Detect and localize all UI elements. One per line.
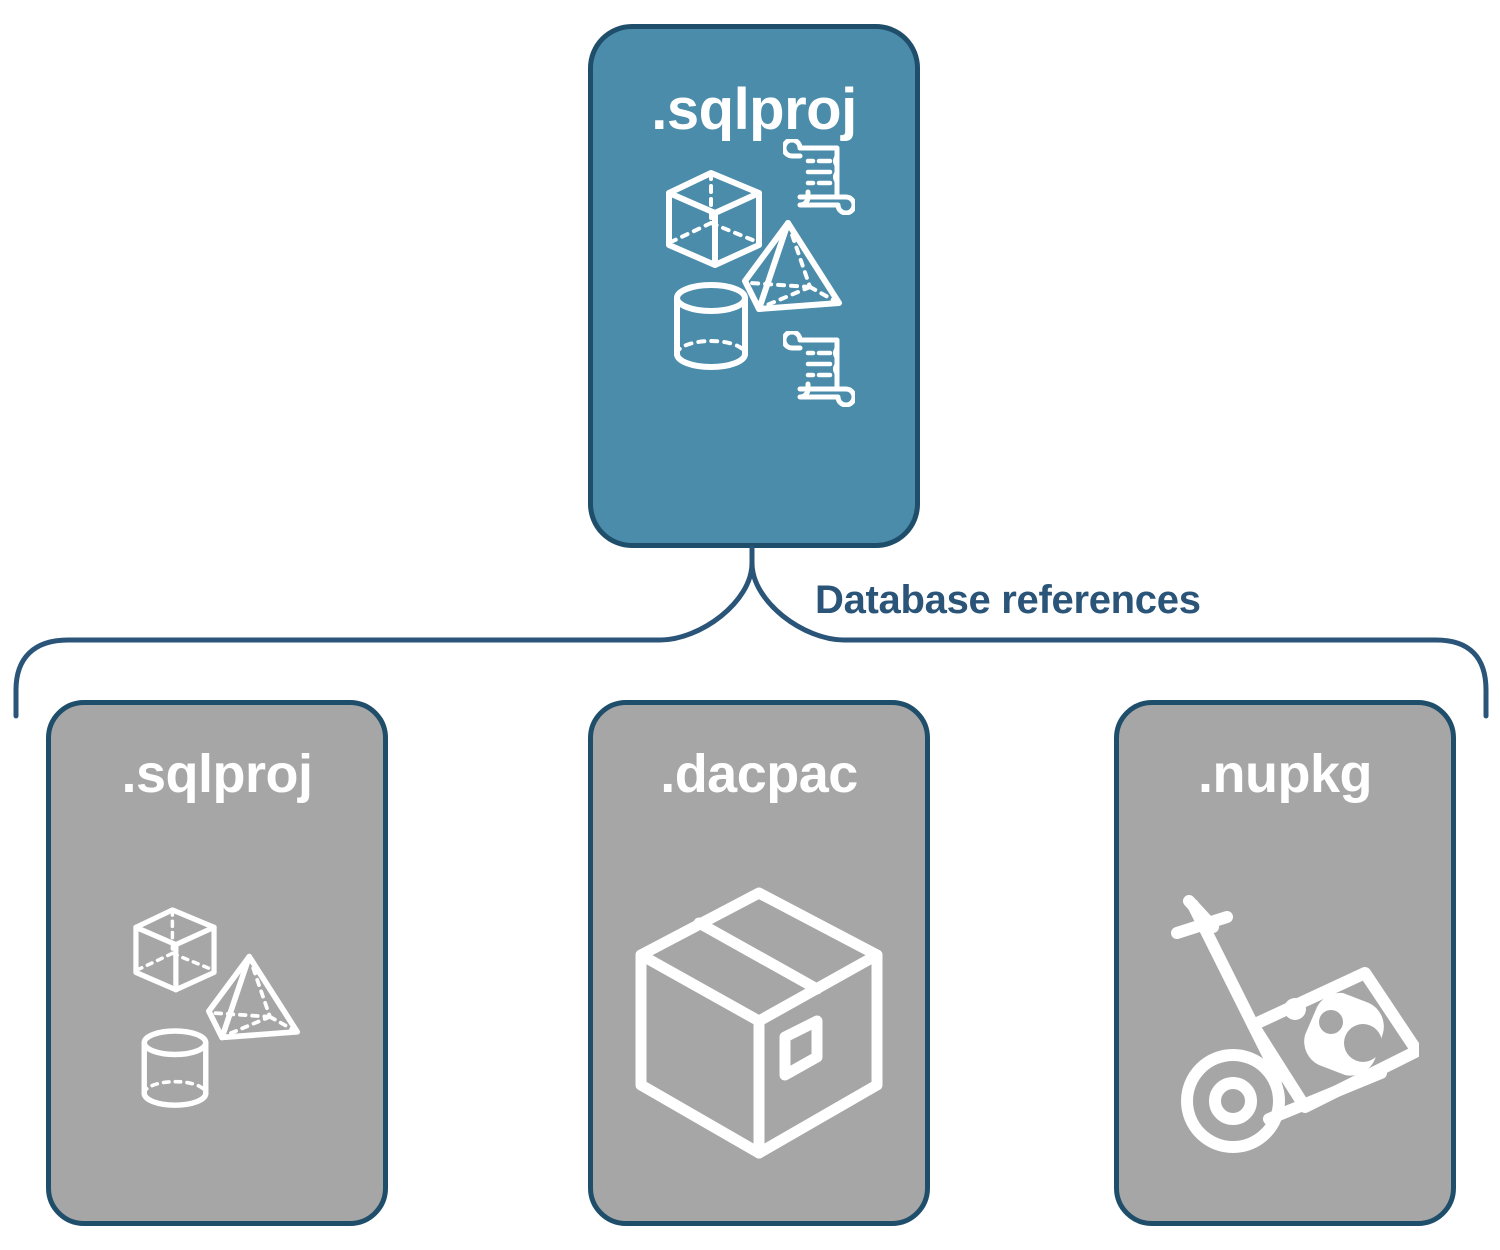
scroll-icon	[783, 139, 855, 215]
cube-icon	[666, 170, 762, 268]
card-title: .dacpac	[660, 744, 858, 804]
card-artwork	[593, 139, 915, 543]
cylinder-icon	[141, 1028, 209, 1108]
box-label-hole	[779, 1015, 823, 1081]
pyramid-icon	[206, 953, 300, 1041]
cylinder-icon	[674, 282, 748, 370]
card-target-dacpac[interactable]: .dacpac	[588, 700, 930, 1226]
connector-label: Database references	[815, 578, 1201, 622]
package-box-icon	[635, 887, 883, 1159]
database-references-connector	[13, 545, 1489, 719]
card-target-nupkg[interactable]: .nupkg	[1114, 700, 1456, 1226]
nuget-logo-holes	[1319, 1010, 1382, 1062]
cube-icon	[133, 907, 217, 993]
card-artwork	[593, 801, 925, 1221]
card-title: .nupkg	[1198, 744, 1372, 804]
hand-truck-icon	[1171, 895, 1419, 1153]
card-source-sqlproj[interactable]: .sqlproj	[588, 24, 920, 548]
card-artwork	[51, 801, 383, 1221]
connector-brace	[13, 560, 1489, 719]
pyramid-icon	[742, 220, 842, 312]
card-target-sqlproj[interactable]: .sqlproj	[46, 700, 388, 1226]
card-title: .sqlproj	[121, 744, 313, 804]
card-artwork	[1119, 801, 1451, 1221]
card-title: .sqlproj	[651, 77, 857, 142]
scroll-icon	[783, 331, 855, 407]
